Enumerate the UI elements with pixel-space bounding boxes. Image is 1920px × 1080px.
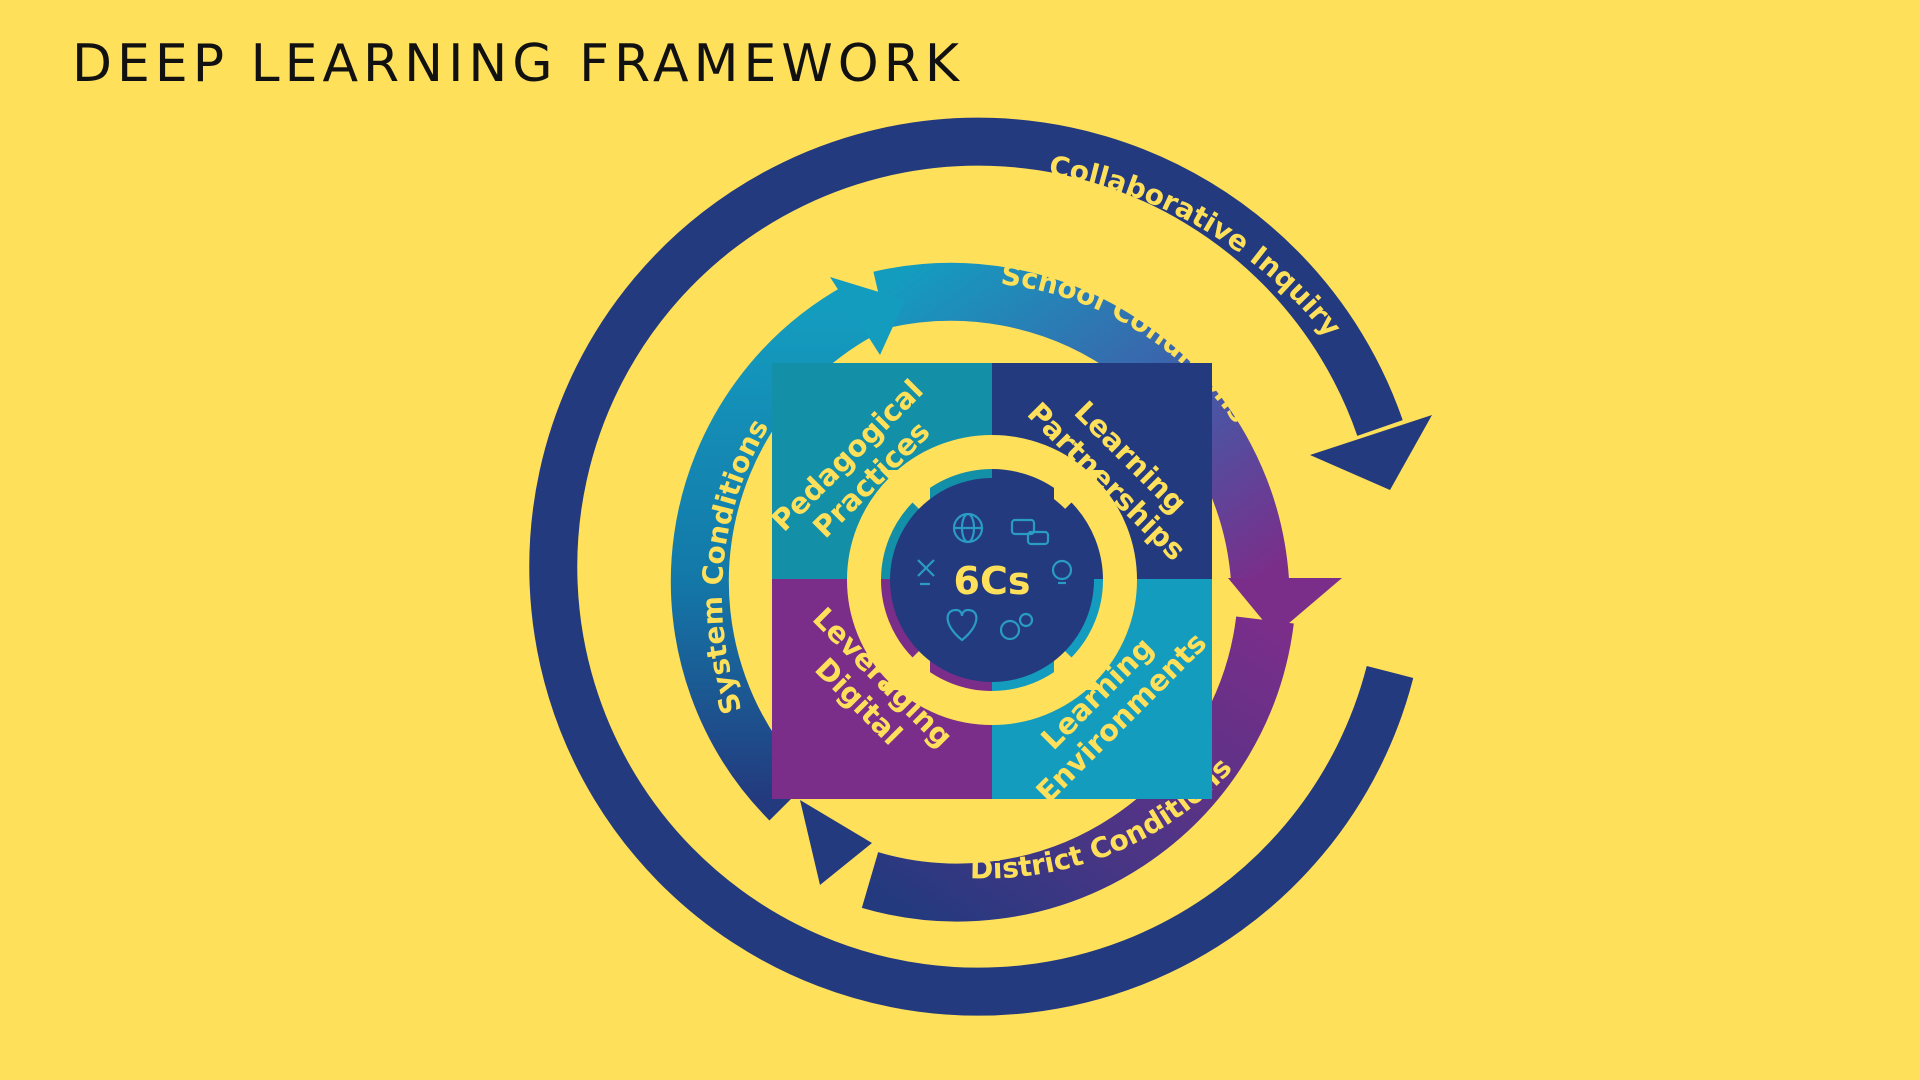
middle-ring (670, 262, 1342, 922)
arrows-icon (917, 559, 935, 586)
core-band (847, 435, 1137, 725)
outer-ring-arc (529, 117, 1414, 1016)
lightbulb-icon (1051, 559, 1073, 585)
heart-icon (946, 608, 978, 642)
page-title: DEEP LEARNING FRAMEWORK (72, 34, 964, 94)
core-label-6cs: 6Cs (954, 559, 1031, 603)
outer-ring (529, 117, 1432, 1016)
system-conditions-arc (670, 284, 875, 821)
gears-icon (999, 612, 1034, 641)
district-conditions-arrowhead (800, 800, 872, 885)
chat-icon (1010, 518, 1050, 546)
school-conditions-arrowhead (1228, 578, 1342, 635)
school-conditions-arc (873, 262, 1289, 583)
district-conditions-arc (861, 616, 1294, 922)
core-inward-arrows (880, 470, 1104, 690)
core-circle (890, 478, 1094, 682)
system-conditions-arrowhead (830, 277, 905, 355)
globe-icon (952, 512, 984, 544)
outer-ring-arrowhead (1310, 415, 1432, 490)
